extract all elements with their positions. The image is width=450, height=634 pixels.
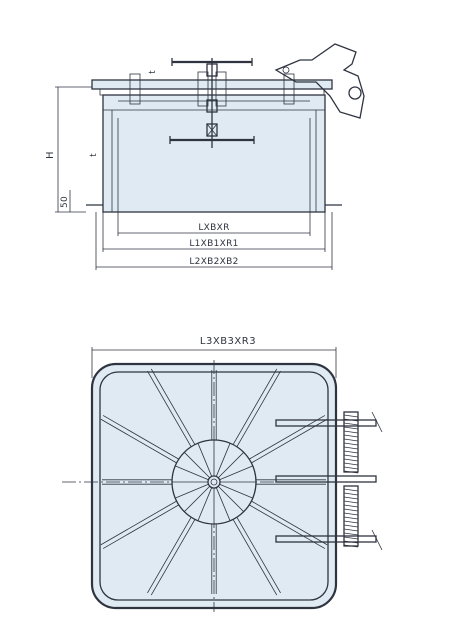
- hinge-bracket: [274, 43, 365, 119]
- thickness-label-side: t: [89, 153, 99, 157]
- hinge-bar-lower: [275, 535, 377, 543]
- coil-0-431: [343, 430, 359, 434]
- coil-1-525: [343, 524, 359, 528]
- stiffener-4-1: [150, 519, 196, 596]
- hinge-tick-1: [371, 411, 383, 433]
- hub-spoke-5: [197, 487, 213, 521]
- coil-1-537: [343, 536, 359, 540]
- coil-0-435: [343, 434, 359, 438]
- hub-spokes: [172, 440, 256, 524]
- lower-hub-cross: [206, 123, 218, 137]
- hinge-bar-upper: [275, 419, 377, 427]
- stiffener-4-0: [147, 517, 192, 594]
- coil-0-463: [343, 462, 359, 466]
- upper-hub: [206, 63, 218, 77]
- stiffener-11-1: [249, 415, 326, 460]
- handwheel-spindle: [169, 58, 255, 148]
- hinge-bars: [275, 411, 383, 551]
- stiffener-7-1: [100, 418, 177, 464]
- hinge-pin: [348, 86, 362, 100]
- hinge-tick-2: [371, 529, 383, 551]
- stiffener-10-1: [232, 368, 278, 445]
- h-label: H: [45, 151, 56, 159]
- hinge-bolt: [282, 66, 290, 74]
- hinge-coils: [343, 414, 359, 548]
- coil-0-455: [343, 454, 359, 458]
- hub-spoke-7: [175, 483, 209, 499]
- coil-1-509: [343, 508, 359, 512]
- stiffener-1-1: [251, 500, 328, 546]
- hub-spoke-15: [219, 465, 253, 481]
- radial-stiffeners: [100, 368, 328, 596]
- coil-0-427: [343, 426, 359, 430]
- coil-0-423: [343, 422, 359, 426]
- l1xb1xr1-label: L1XB1XR1: [189, 239, 238, 249]
- hinge-assembly: [274, 43, 365, 119]
- stiffener-8-0: [150, 368, 196, 445]
- coil-1-529: [343, 528, 359, 532]
- coil-1-497: [343, 496, 359, 500]
- dog-left: [129, 73, 141, 105]
- lower-handwheel-ends: [169, 136, 255, 144]
- coil-1-501: [343, 500, 359, 504]
- hub-spoke-10: [184, 452, 211, 479]
- lxbxr-label: LXBXR: [198, 223, 229, 233]
- lower-hub: [206, 123, 218, 137]
- stiffener-5-1: [102, 504, 179, 549]
- hub-bore: [210, 478, 218, 486]
- flange-label: 50: [60, 196, 70, 208]
- coil-1-521: [343, 520, 359, 524]
- stiffener-1-0: [249, 504, 326, 549]
- coil-1-533: [343, 532, 359, 536]
- dog-center-left: [197, 71, 209, 107]
- coil-1-541: [343, 540, 359, 544]
- hub-spoke-13: [215, 443, 231, 477]
- coil-0-447: [343, 446, 359, 450]
- hub-spoke-11: [197, 443, 213, 477]
- hub-center: [207, 475, 221, 489]
- coil-1-489: [343, 488, 359, 492]
- cover-dogs: [118, 71, 310, 107]
- stiffener-7-0: [102, 415, 179, 460]
- hatch-body-fill: [103, 95, 325, 212]
- hinge-bar-middle: [275, 475, 377, 483]
- stiffener-8-1: [147, 370, 192, 447]
- coil-1-505: [343, 504, 359, 508]
- l2xb2xb2-label: L2XB2XB2: [189, 257, 238, 267]
- coil-0-439: [343, 438, 359, 442]
- hub-spoke-9: [175, 465, 209, 481]
- stiffener-2-1: [236, 517, 281, 594]
- hub-spoke-1: [219, 483, 253, 499]
- dog-center-right: [215, 71, 227, 107]
- hub-spoke-6: [184, 485, 211, 512]
- upper-handwheel-ends: [171, 58, 253, 66]
- hub-spoke-3: [215, 487, 231, 521]
- hub-spoke-2: [217, 485, 244, 512]
- coil-0-419: [343, 418, 359, 422]
- coil-0-415: [343, 414, 359, 418]
- coil-0-459: [343, 458, 359, 462]
- coil-0-443: [343, 442, 359, 446]
- stiffener-10-0: [236, 370, 281, 447]
- coil-1-493: [343, 492, 359, 496]
- coil-1-513: [343, 512, 359, 516]
- coil-1-517: [343, 516, 359, 520]
- top-view: L3XB3XR3: [62, 336, 383, 612]
- coil-1-545: [343, 544, 359, 548]
- coil-0-467: [343, 466, 359, 470]
- coil-0-471: [343, 470, 359, 474]
- side-view: H 50 t t LXBXR L1XB1XR1 L2XB2XB2: [45, 43, 365, 270]
- dog-right: [283, 73, 295, 105]
- center-hub: [206, 99, 218, 113]
- coil-0-451: [343, 450, 359, 454]
- stiffener-2-0: [232, 519, 278, 596]
- stiffener-5-0: [100, 500, 177, 546]
- hub-spoke-14: [217, 452, 244, 479]
- thickness-label-top: t: [148, 70, 158, 74]
- l3xb3xr3-label: L3XB3XR3: [200, 336, 256, 347]
